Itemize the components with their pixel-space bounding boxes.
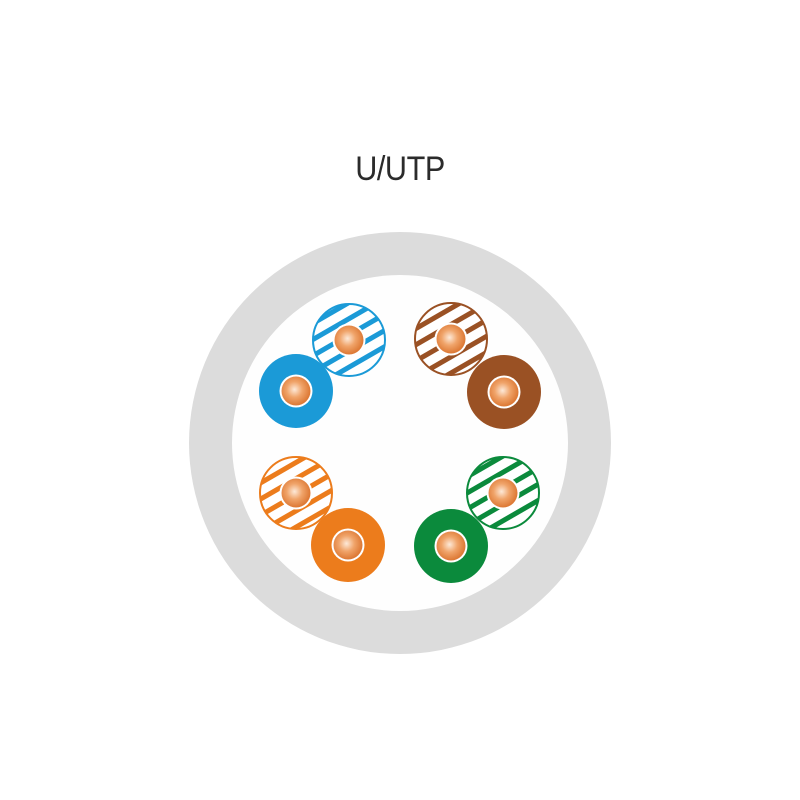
green-solid-wire — [414, 509, 488, 583]
copper-core — [436, 324, 466, 354]
cable-interior — [232, 275, 568, 611]
copper-core — [334, 325, 364, 355]
copper-core — [281, 376, 311, 406]
copper-core — [436, 531, 466, 561]
orange-white-striped-wire — [259, 456, 333, 530]
blue-white-striped-wire — [312, 303, 386, 377]
copper-core — [281, 478, 311, 508]
blue-solid-wire — [259, 354, 333, 428]
copper-core — [333, 530, 363, 560]
brown-solid-wire — [467, 355, 541, 429]
cable-type-title: U/UTP — [355, 150, 445, 188]
orange-solid-wire — [311, 508, 385, 582]
green-white-striped-wire — [466, 456, 540, 530]
copper-core — [488, 478, 518, 508]
brown-white-striped-wire — [414, 302, 488, 376]
copper-core — [489, 377, 519, 407]
